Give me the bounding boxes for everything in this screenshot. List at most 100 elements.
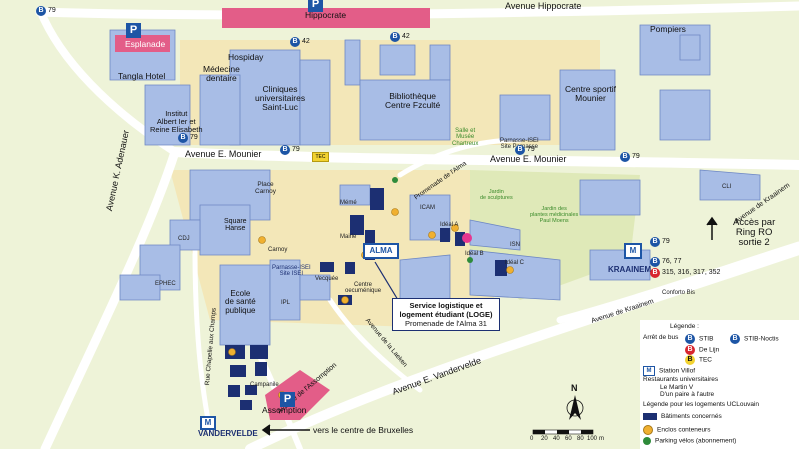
bus-stop-line: 42 — [302, 38, 310, 45]
legend-bus-label: Arrêt de bus — [643, 334, 679, 341]
loge-callout: Service logistique et logement étudiant … — [392, 298, 500, 331]
bus-stop-line: 315, 316, 317, 352 — [662, 269, 721, 276]
label-ideal-b: Idéal B — [465, 251, 484, 257]
tec-stop-icon: TEC — [312, 152, 329, 162]
label-icam: ICAM — [420, 205, 435, 211]
bus-stop-icon: B — [650, 237, 660, 247]
alma-metro-label: ALMA — [363, 243, 399, 259]
label-ephec: EPHEC — [155, 281, 176, 287]
loge-callout-title: Service logistique et logement étudiant … — [399, 301, 493, 319]
loge-callout-address: Promenade de l'Alma 31 — [405, 319, 487, 328]
delijn-icon: B — [685, 345, 695, 355]
bus-stop-icon: B — [390, 32, 400, 42]
label-esplanade: Esplanade — [125, 39, 166, 49]
label-tangla: Tangla Hotel — [118, 71, 166, 81]
bus-stop-icon: B — [178, 133, 188, 143]
label-hippocrate: Hippocrate — [305, 10, 347, 20]
label-parnasse-isei: Parnasse-ISEI Site ISEI — [272, 265, 311, 278]
legend-logements-title: Légende pour les logements UCLouvain — [643, 401, 759, 408]
north-arrow — [566, 395, 584, 420]
road-avenue-mounier-left: Avenue E. Mounier — [185, 149, 262, 159]
label-ideal-c: Idéal C — [505, 260, 525, 266]
metro-legend-icon: M — [643, 366, 655, 376]
metro-vandervelde-text: M — [204, 418, 212, 427]
legend-stib-noctis-label: STIB-Noctis — [744, 335, 779, 343]
bus-stop-line: 76, 77 — [662, 258, 682, 265]
label-biblio: Bibliothèque Centre Fzculté — [385, 91, 441, 110]
bus-stop-icon: B — [620, 152, 630, 162]
parking-hippocrate: P — [308, 0, 323, 12]
metro-kraainem-icon: M — [624, 243, 642, 259]
legend-stib-label: STIB — [699, 335, 714, 343]
legend-enclos-label: Enclos conteneurs — [657, 426, 711, 434]
label-campanile: Campanile — [250, 382, 279, 388]
legend-restaurants: Restaurants universitaires — [643, 376, 719, 383]
legend-metro-label: Station Villof — [659, 367, 696, 375]
label-ecole-sante: Ecole de santé publique — [225, 289, 256, 315]
label-vandervelde: VANDERVELDE — [198, 429, 258, 438]
enclos-swatch — [643, 425, 653, 435]
label-kraainem: KRAAINEM — [608, 265, 652, 274]
batiments-swatch — [643, 413, 657, 420]
legend-parking-velos: Parking vélos (abonnement) — [643, 437, 736, 445]
buildings — [109, 24, 761, 346]
label-centre-oecu: Centre oecuménique — [345, 282, 382, 295]
bus-stop-line: 79 — [632, 153, 640, 160]
bus-stop-line: 79 — [190, 134, 198, 141]
label-pompiers: Pompiers — [650, 24, 686, 34]
scale-tick: 40 — [553, 436, 560, 442]
label-isn: ISN — [510, 242, 521, 248]
legend-metro: M Station Villof — [643, 366, 695, 376]
road-avenue-hippocrate: Avenue Hippocrate — [505, 1, 582, 11]
bus-stop-line: 79 — [662, 238, 670, 245]
bus-stop-line: 79 — [48, 7, 56, 14]
north-label: N — [571, 383, 578, 393]
legend-bus-stop: Arrêt de bus — [643, 334, 678, 341]
legend-stib: B STIB — [685, 334, 713, 344]
scale-tick: 100 — [587, 436, 598, 442]
ring-access-label: Accès par Ring RO sortie 2 — [733, 217, 776, 248]
legend-enclos: Enclos conteneurs — [643, 425, 710, 435]
bus-stop-line: 79 — [527, 146, 535, 153]
label-sport: Centre sportif Mounier — [565, 84, 617, 103]
loge-location-marker — [462, 233, 472, 243]
label-assomption: Assomption — [262, 405, 307, 415]
label-conforto: Conforto Bis — [662, 290, 696, 296]
legend-parking-velos-label: Parking vélos (abonnement) — [655, 437, 737, 445]
legend-tec-label: TEC — [699, 356, 712, 364]
legend-batiments-label: Bâtiments concernés — [661, 413, 722, 421]
alma-metro-text: ALMA — [369, 246, 393, 255]
stib-icon: B — [685, 334, 695, 344]
scale-ticks: 0 20 40 60 80 100 m — [528, 436, 604, 446]
bus-stop-icon: B — [650, 268, 660, 278]
metro-vandervelde-icon: M — [200, 416, 216, 430]
label-place-carnoy: Place Carnoy — [255, 181, 276, 195]
vers-bruxelles-label: vers le centre de Bruxelles — [313, 425, 414, 435]
tec-icon: B — [685, 355, 695, 365]
legend-martin: Le Martin V — [660, 384, 694, 391]
loge-pointer — [374, 261, 399, 301]
label-vecquee: Vecquée — [315, 276, 339, 282]
label-square-hanse: Square Hanse — [224, 218, 247, 233]
pink-buildings — [115, 8, 430, 420]
scale-tick: 20 — [541, 436, 548, 442]
label-cliniques: Cliniques universitaires Saint-Luc — [255, 84, 306, 112]
velos-swatch — [643, 437, 651, 445]
label-carnoy: Carnoy — [268, 247, 288, 253]
legend-batiments: Bâtiments concernés — [643, 413, 722, 420]
parking-esplanade: P — [126, 23, 141, 38]
label-ipl: IPL — [281, 300, 291, 306]
parking-assomption: P — [280, 392, 295, 407]
direction-arrows — [261, 216, 718, 436]
legend-tec: B TEC — [685, 355, 712, 365]
scale-bar — [532, 429, 594, 435]
bus-stop-line: 42 — [402, 33, 410, 40]
legend-dun-paire: D'un paire à l'autre — [660, 391, 715, 398]
label-salle: Salle et Musée Chartreux — [452, 128, 479, 147]
label-hospiday: Hospiday — [228, 52, 264, 62]
